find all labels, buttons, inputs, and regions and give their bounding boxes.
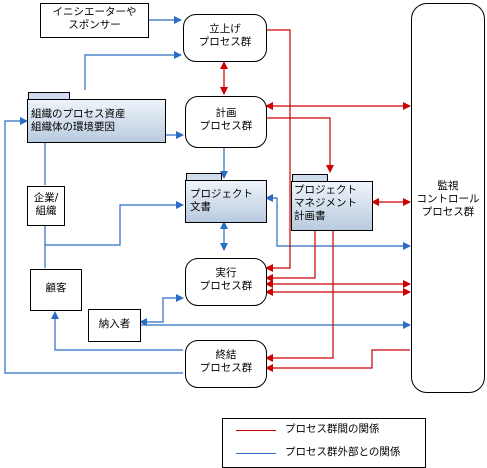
node-pm-plan-label: プロジェクト マネジメント 計画書	[294, 184, 357, 222]
node-enterprise-label: 企業/ 組織	[33, 192, 59, 217]
node-customer-label: 顧客	[45, 282, 67, 294]
edge-sellers-executing	[139, 294, 184, 326]
node-sellers-label: 納入者	[98, 318, 131, 330]
node-executing	[185, 258, 267, 306]
node-monitoring	[411, 3, 485, 393]
legend-internal-label: プロセス群間の関係	[285, 423, 380, 435]
node-initiating-label: 立上げ プロセス群	[198, 23, 252, 48]
edge-monitoring-closing	[265, 349, 410, 372]
edge-initiating-executing	[265, 29, 291, 272]
edge-docs-monitoring	[265, 194, 411, 250]
node-planning-label: 計画 プロセス群	[199, 107, 253, 132]
edge-pmplan-executing	[265, 230, 316, 282]
node-docs-tab	[186, 173, 222, 181]
node-executing-label: 実行 プロセス群	[199, 267, 253, 292]
node-initiator	[40, 3, 149, 38]
edge-assets-initiating	[84, 51, 182, 90]
node-initiating	[183, 14, 267, 62]
edge-closing-assets	[4, 117, 183, 374]
legend	[222, 418, 426, 468]
node-project-docs-label: プロジェクト 文書	[190, 188, 253, 213]
node-project-docs	[185, 180, 267, 223]
node-closing-label: 終結 プロセス群	[199, 349, 253, 374]
node-sellers	[88, 309, 141, 342]
node-enterprise	[27, 186, 65, 226]
edge-enterprise-docs	[45, 201, 184, 246]
node-assets-label: 組織のプロセス資産 組織体の環境要因	[31, 108, 126, 133]
legend-external-line	[236, 453, 276, 454]
node-pmplan-tab	[292, 174, 328, 182]
edge-pmplan-closing	[265, 230, 334, 362]
node-closing	[185, 340, 267, 388]
node-assets-tab	[28, 92, 70, 100]
node-pm-plan	[291, 181, 373, 231]
node-assets	[27, 99, 166, 143]
edge-closing-customer	[51, 311, 183, 351]
legend-external-label: プロセス群外部との関係	[285, 446, 401, 458]
legend-internal-line	[236, 430, 276, 431]
edge-planning-pmplan	[266, 117, 334, 173]
node-initiator-label: イニシエーターや スポンサー	[52, 6, 137, 31]
node-planning	[185, 96, 267, 148]
node-monitoring-label: 監視 コントロール プロセス群	[416, 180, 480, 218]
node-customer	[30, 269, 82, 311]
